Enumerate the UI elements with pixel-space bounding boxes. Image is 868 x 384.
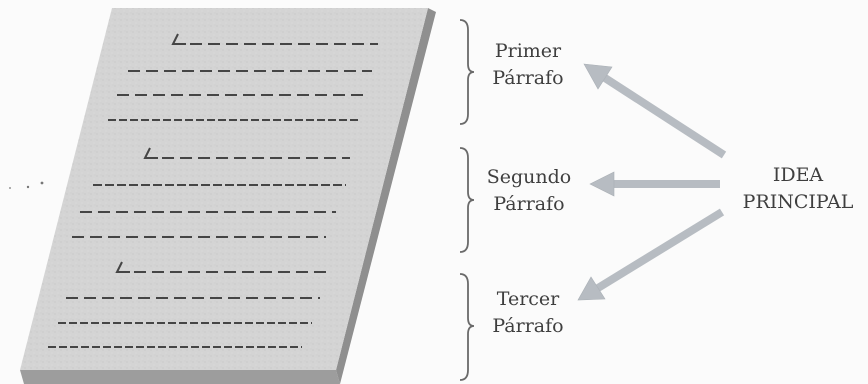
arrow-to-third-paragraph xyxy=(577,208,725,301)
page-sheet xyxy=(20,8,436,384)
brace-3 xyxy=(459,273,475,381)
label-second-paragraph: Segundo Párrafo xyxy=(474,164,584,218)
label-line: Primer xyxy=(494,40,562,62)
arrows xyxy=(577,63,727,301)
page-bottom-edge xyxy=(20,370,340,384)
arrow-to-first-paragraph xyxy=(583,63,727,159)
indent-mark xyxy=(143,147,158,159)
label-first-paragraph: Primer Párrafo xyxy=(478,38,578,92)
arrow-to-second-paragraph xyxy=(589,171,720,197)
paragraph-2-lines xyxy=(72,147,350,238)
paragraph-3-lines xyxy=(48,261,326,348)
label-line: Tercer xyxy=(496,288,560,310)
paragraph-1-lines xyxy=(108,33,378,121)
page-face xyxy=(20,8,428,370)
label-main-idea: IDEA PRINCIPAL xyxy=(730,162,866,216)
label-line: Párrafo xyxy=(493,193,565,215)
indent-mark xyxy=(115,261,130,273)
label-line: Párrafo xyxy=(492,67,564,89)
brace-2 xyxy=(459,147,475,253)
label-line: Segundo xyxy=(486,166,572,188)
page-right-edge xyxy=(336,8,436,384)
braces xyxy=(459,19,475,381)
label-line: IDEA xyxy=(772,164,824,186)
label-line: PRINCIPAL xyxy=(742,191,854,213)
scan-specks xyxy=(9,181,44,189)
brace-1 xyxy=(459,19,475,125)
label-third-paragraph: Tercer Párrafo xyxy=(478,286,578,340)
indent-mark xyxy=(171,33,186,45)
label-line: Párrafo xyxy=(492,315,564,337)
